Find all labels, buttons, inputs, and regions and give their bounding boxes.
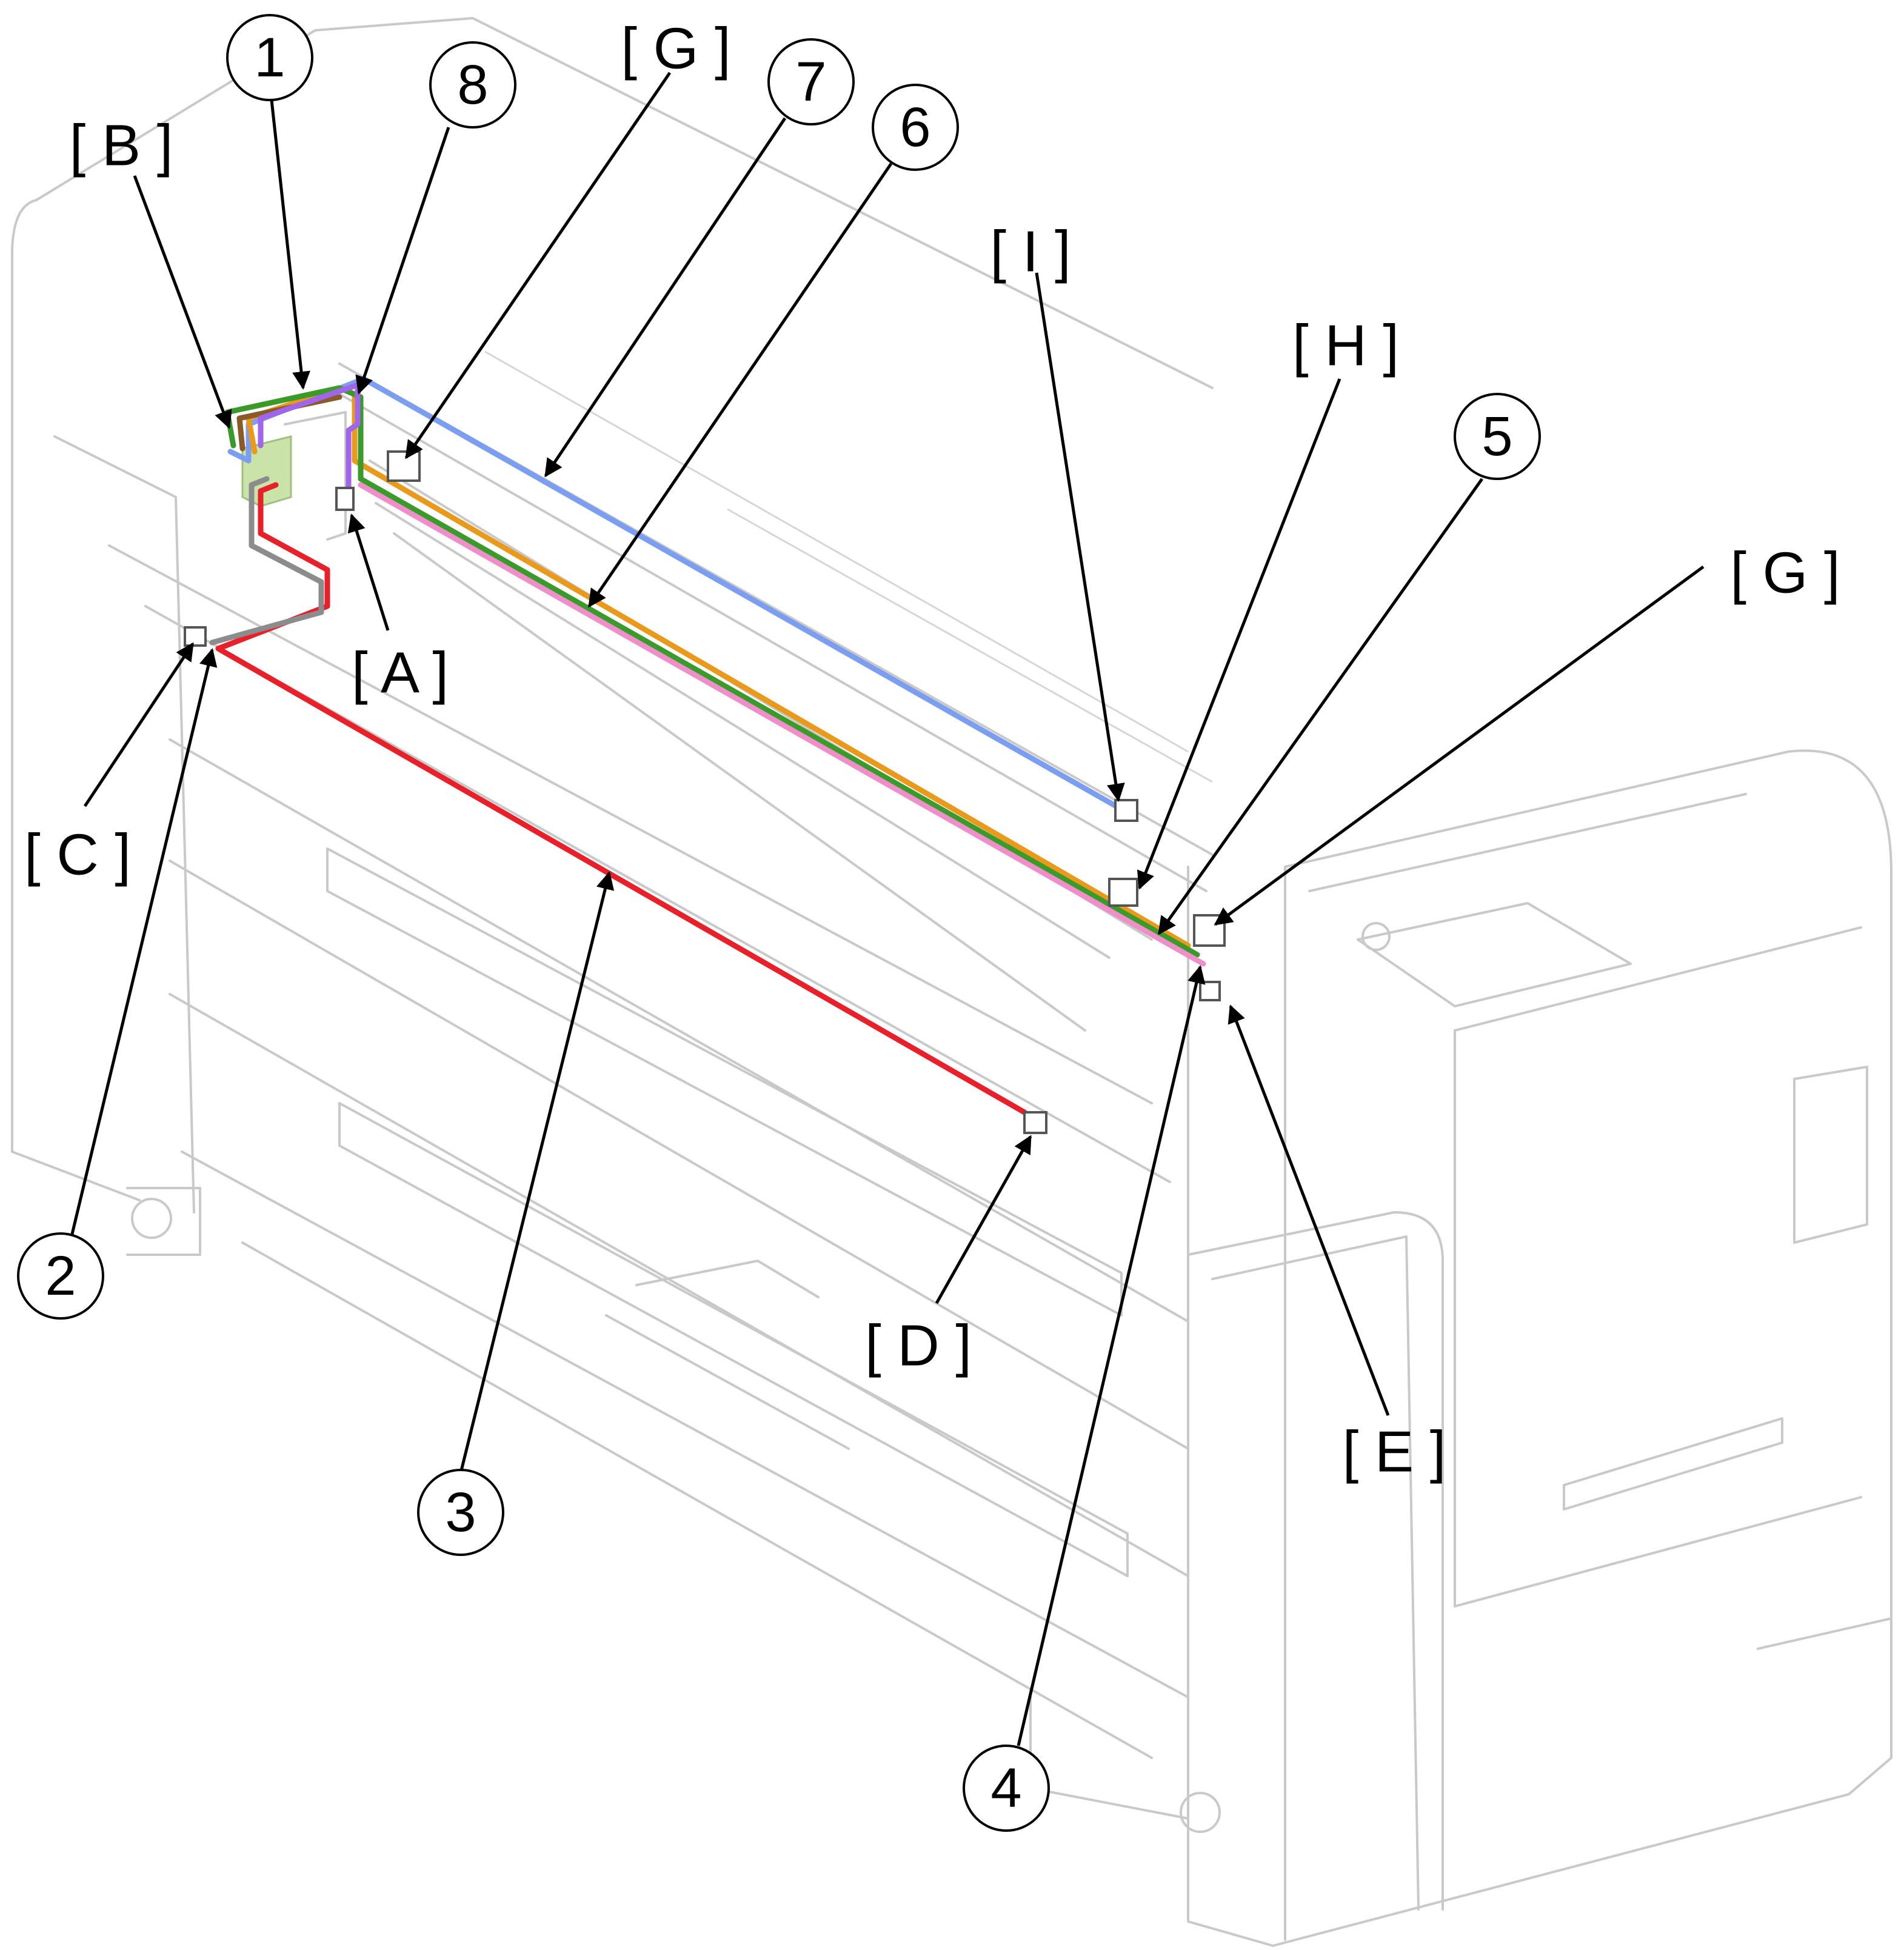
connector-e bbox=[1199, 981, 1221, 1001]
callout-5: 5 bbox=[1454, 393, 1541, 480]
label-e: [ E ] bbox=[1343, 1420, 1446, 1484]
callout-4: 4 bbox=[963, 1745, 1050, 1832]
connector-a bbox=[335, 487, 355, 511]
label-g-top: [ G ] bbox=[621, 16, 730, 81]
connector-i bbox=[1114, 799, 1138, 822]
label-g-right: [ G ] bbox=[1730, 541, 1840, 606]
callout-1: 1 bbox=[226, 14, 313, 101]
callout-2: 2 bbox=[17, 1232, 104, 1320]
label-c: [ C ] bbox=[24, 823, 131, 887]
leader-lines bbox=[70, 72, 1705, 1746]
label-b: [ B ] bbox=[70, 113, 173, 178]
connector-g-top bbox=[387, 450, 421, 482]
callout-3-label: 3 bbox=[445, 1481, 476, 1543]
callout-5-label: 5 bbox=[1481, 406, 1512, 467]
callout-7: 7 bbox=[767, 38, 855, 125]
label-h: [ H ] bbox=[1292, 313, 1399, 378]
callout-7-label: 7 bbox=[795, 51, 826, 113]
callout-4-label: 4 bbox=[990, 1757, 1021, 1819]
wire-harnesses bbox=[209, 376, 1206, 1115]
callout-2-label: 2 bbox=[45, 1245, 76, 1307]
connector-d bbox=[1023, 1111, 1047, 1134]
callout-8: 8 bbox=[429, 41, 516, 129]
connector-h bbox=[1108, 878, 1138, 907]
connector-c bbox=[184, 626, 207, 647]
label-a: [ A ] bbox=[352, 641, 449, 706]
callout-6: 6 bbox=[872, 84, 959, 171]
label-d: [ D ] bbox=[865, 1314, 972, 1378]
callout-3: 3 bbox=[417, 1469, 504, 1556]
callout-1-label: 1 bbox=[254, 27, 285, 88]
label-i: [ I ] bbox=[990, 219, 1071, 284]
connectors bbox=[184, 450, 1226, 1134]
callout-8-label: 8 bbox=[457, 54, 488, 116]
callout-6-label: 6 bbox=[900, 96, 930, 158]
